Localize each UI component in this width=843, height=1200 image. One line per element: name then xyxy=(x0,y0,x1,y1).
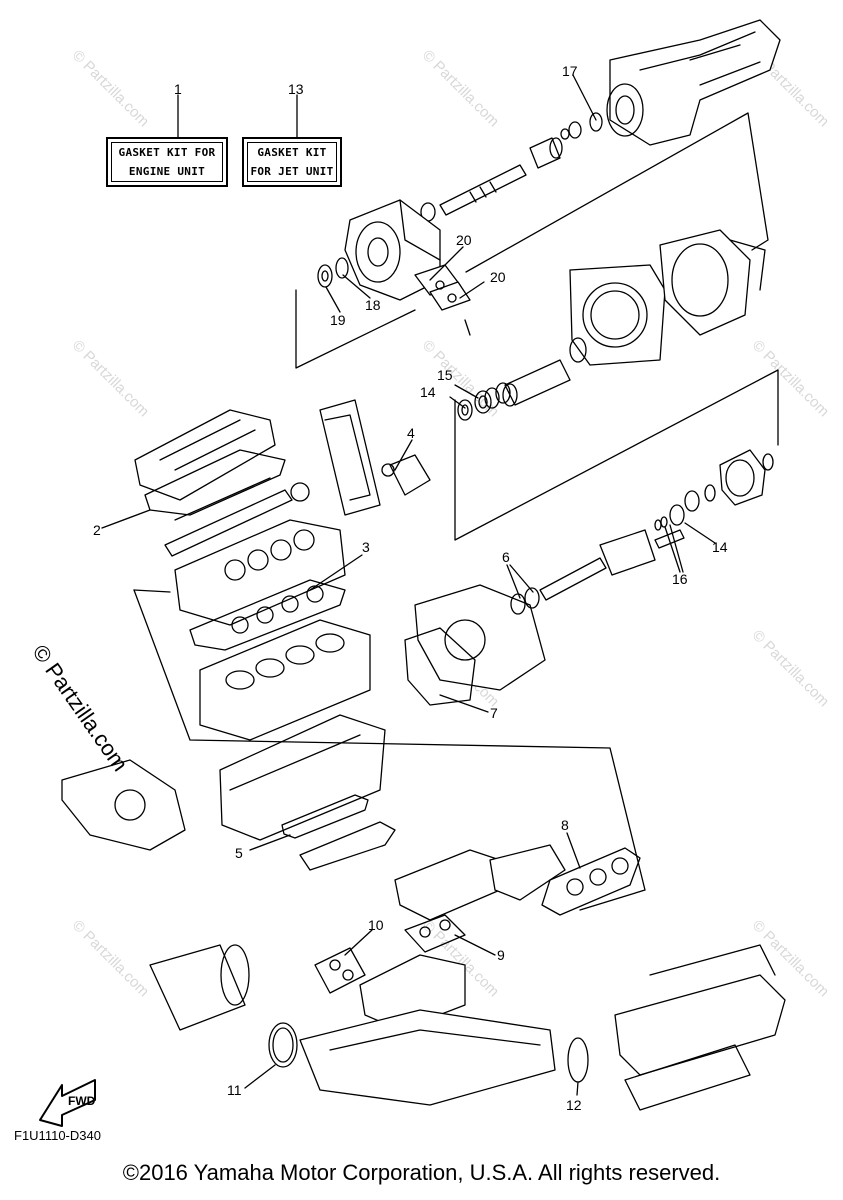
exhaust-gasket-8 xyxy=(541,847,641,916)
callout-20-upper: 20 xyxy=(456,232,472,248)
callout-17: 17 xyxy=(562,63,578,79)
callout-13: 13 xyxy=(288,81,304,97)
cylinder-head-cover xyxy=(134,409,276,501)
callout-11: 11 xyxy=(227,1082,242,1098)
jet-adapter-plate xyxy=(569,264,666,366)
exhaust-manifold-upper xyxy=(394,844,566,921)
leader-lines xyxy=(101,74,716,1096)
gasket-5 xyxy=(281,794,396,871)
exhaust-pipe xyxy=(299,1009,556,1106)
seal-rings-17 xyxy=(560,112,603,140)
timing-chain xyxy=(319,399,381,516)
exhaust-manifold-lower xyxy=(359,954,466,1031)
cylinder-head xyxy=(174,519,346,626)
drive-shaft-upper xyxy=(420,164,527,222)
copyright-notice: ©2016 Yamaha Motor Corporation, U.S.A. A… xyxy=(122,1160,721,1185)
muffler-right xyxy=(614,944,786,1111)
seal-rings-14-15 xyxy=(457,337,587,421)
gaskets-20 xyxy=(414,264,471,336)
jet-gasket-kit-label: GASKET KIT FOR JET UNIT xyxy=(242,137,342,187)
gasket-9 xyxy=(404,914,466,953)
bearing-housing-right xyxy=(684,449,774,512)
callout-20-lower: 20 xyxy=(490,269,506,285)
callout-1: 1 xyxy=(174,81,182,97)
callout-12: 12 xyxy=(566,1097,582,1113)
callout-8: 8 xyxy=(561,817,569,833)
callout-7: 7 xyxy=(490,705,498,721)
callout-3: 3 xyxy=(362,539,370,555)
callout-14-right: 14 xyxy=(712,539,728,555)
callout-10: 10 xyxy=(368,917,384,933)
tensioner-4 xyxy=(381,454,431,496)
callout-19: 19 xyxy=(330,312,346,328)
engine-gasket-kit-label: GASKET KIT FOR ENGINE UNIT xyxy=(106,137,228,187)
muffler-left xyxy=(149,944,250,1031)
engine-kit-line2: ENGINE UNIT xyxy=(128,165,206,178)
intermediate-housing xyxy=(659,229,766,336)
jet-nozzle-housing xyxy=(606,19,781,146)
callout-15: 15 xyxy=(437,367,453,383)
callout-6: 6 xyxy=(502,549,510,565)
seals-18-19 xyxy=(317,257,349,288)
bearing-sleeve xyxy=(529,137,563,169)
cylinder-block xyxy=(199,619,371,741)
fwd-label: FWD xyxy=(68,1094,96,1108)
gasket-11 xyxy=(268,1022,298,1068)
callout-9: 9 xyxy=(497,947,505,963)
camshafts xyxy=(164,477,310,557)
jet-kit-line1: GASKET KIT xyxy=(257,146,327,159)
callout-5: 5 xyxy=(235,845,243,861)
fwd-arrow-icon: FWD xyxy=(39,1079,96,1127)
callout-16: 16 xyxy=(672,571,688,587)
crankcase xyxy=(219,714,386,841)
gasket-10 xyxy=(314,947,366,994)
side-cover xyxy=(61,759,186,851)
callout-18: 18 xyxy=(365,297,381,313)
callout-14-left: 14 xyxy=(420,384,436,400)
drive-shaft-middle xyxy=(539,504,685,601)
cover-gasket-7 xyxy=(404,627,476,706)
callout-2: 2 xyxy=(93,522,101,538)
callout-4: 4 xyxy=(407,425,415,441)
gasket-12 xyxy=(567,1037,589,1083)
jet-kit-line2: FOR JET UNIT xyxy=(250,165,334,178)
coupling-pipe xyxy=(502,359,571,407)
engine-kit-line1: GASKET KIT FOR xyxy=(118,146,216,159)
head-gasket-3 xyxy=(189,579,346,651)
diagram-code: F1U1110-D340 xyxy=(14,1128,101,1143)
